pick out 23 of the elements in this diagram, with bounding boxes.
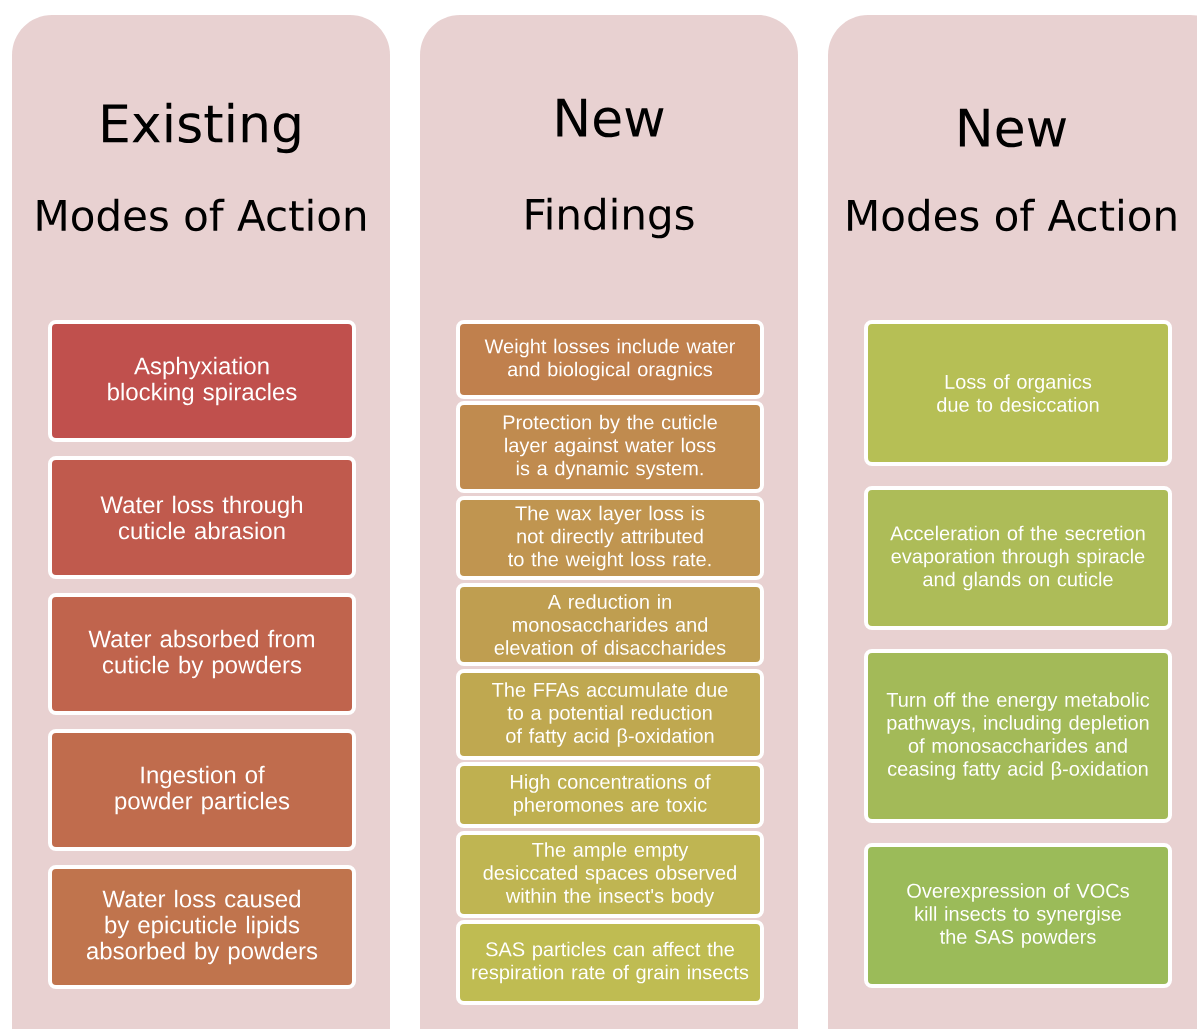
text-box: The wax layer loss is not directly attributed to the weight loss rate. [456,496,764,580]
text-box: Acceleration of the secretion evaporation through spiracle and glands on cuticle [864,486,1172,630]
column-heading: Modes of Action [848,198,1176,232]
column-heading: New [557,98,664,138]
text-box: SAS particles can affect the respiration rate of grain insects [456,920,764,1005]
text-box: A reduction in monosaccharides and elevation of disaccharides [456,583,764,666]
column-heading: Findings [526,197,694,239]
text-box: The ample empty desiccated spaces observed within the insect's body [456,831,764,918]
text-box: Water absorbed from cuticle by powders [48,593,356,715]
text-box: Ingestion of powder particles [48,729,356,851]
text-box: Asphyxiation blocking spiracles [48,320,356,442]
column-heading: New [959,108,1067,148]
text-box: Water loss caused by epicuticle lipids absorbed by powders [48,865,356,989]
text-box: Water loss through cuticle abrasion [48,456,356,579]
column-heading: Modes of Action [37,198,366,232]
column-heading: Existing [103,102,300,154]
text-box: The FFAs accumulate due to a potential reduction of fatty acid β-oxidation [456,669,764,760]
text-box: High concentrations of pheromones are toxic [456,762,764,828]
text-box: Loss of organics due to desiccation [864,320,1172,466]
text-box: Turn off the energy metabolic pathways, including depletion of monosaccharides and ceasing fatty acid β-oxidation [864,649,1172,823]
text-box: Protection by the cuticle layer against water loss is a dynamic system. [456,401,764,493]
text-box: Overexpression of VOCs kill insects to synergise the SAS powders [864,843,1172,988]
text-box: Weight losses include water and biological oragnics [456,320,764,399]
